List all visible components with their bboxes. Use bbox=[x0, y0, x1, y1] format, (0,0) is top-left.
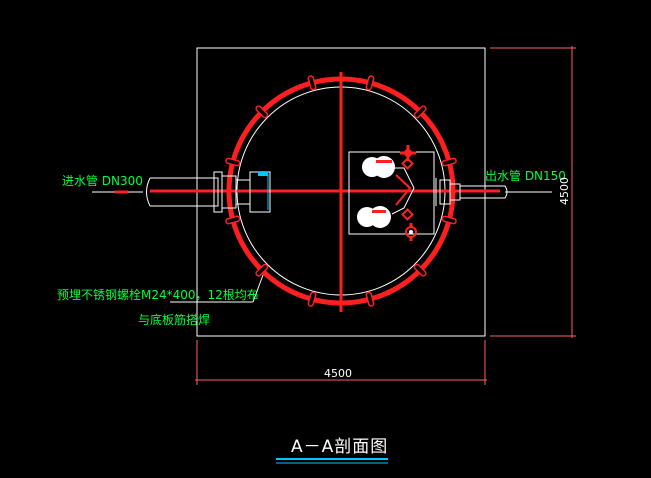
anchor-note-line2: 与底板筋搭焊 bbox=[138, 312, 210, 327]
height-dimension-text: 4500 bbox=[558, 177, 571, 205]
anchor-bolt-group bbox=[225, 75, 457, 307]
anchor-bolt bbox=[413, 105, 427, 119]
pump-assembly bbox=[348, 145, 435, 241]
width-dimension-text: 4500 bbox=[324, 367, 352, 380]
anchor-bolt bbox=[365, 291, 375, 307]
anchor-bolt bbox=[255, 105, 269, 119]
anchor-bolt bbox=[255, 263, 269, 277]
outlet-pipe-label: 出水管 DN150 bbox=[485, 168, 566, 183]
anchor-note-leader bbox=[170, 274, 264, 303]
outlet-pipe bbox=[435, 178, 552, 206]
section-title: A－A剖面图 bbox=[291, 437, 388, 457]
height-dimension bbox=[490, 46, 576, 338]
anchor-bolt bbox=[225, 215, 241, 225]
anchor-bolt bbox=[225, 157, 241, 167]
anchor-bolt bbox=[413, 263, 427, 277]
anchor-note-line1: 预埋不锈钢螺栓M24*400，12根均布 bbox=[57, 287, 259, 302]
section-title-underline bbox=[276, 458, 388, 464]
width-dimension bbox=[195, 340, 487, 385]
anchor-bolt bbox=[441, 215, 457, 225]
anchor-bolt bbox=[307, 75, 317, 91]
anchor-bolt bbox=[365, 75, 375, 91]
inlet-pipe-label: 进水管 DN300 bbox=[62, 173, 143, 188]
inlet-pipe bbox=[92, 171, 271, 213]
anchor-bolt bbox=[307, 291, 317, 307]
anchor-bolt bbox=[441, 157, 457, 167]
